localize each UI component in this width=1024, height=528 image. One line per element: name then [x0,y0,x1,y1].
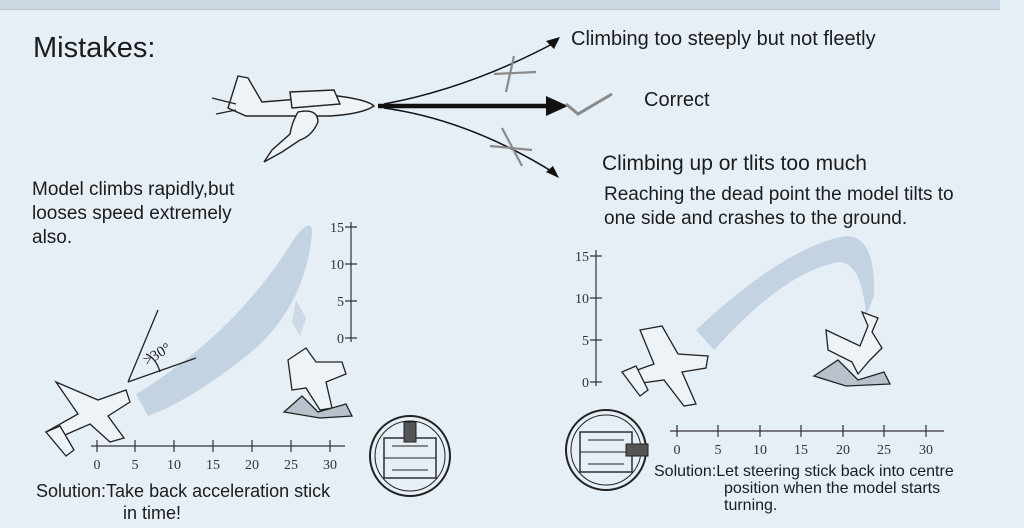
left-x-tick: 20 [245,458,259,473]
left-x-tick: 15 [206,458,220,473]
right-x-tick: 10 [753,443,767,458]
left-solution-line: in time! [123,503,182,523]
right-x-tick: 30 [919,443,933,458]
right-description: Reaching the dead point the model tilts … [604,183,954,231]
right-crashed-plane [812,310,892,387]
option-correct: Correct [644,89,710,111]
right-description-line: Reaching the dead point the model tilts … [604,184,954,205]
left-angle-marker [127,309,197,383]
left-stick-diagram [369,415,451,497]
left-x-tick: 10 [167,458,181,473]
check-mark [565,92,613,116]
page-title: Mistakes: [33,32,156,64]
left-x-tick: 30 [323,458,337,473]
left-climbing-plane [44,380,131,457]
right-stick-diagram [565,409,649,491]
right-x-tick: 15 [794,443,808,458]
left-y-tick: 0 [337,332,344,347]
left-description-line: Model climbs rapidly,but [32,179,235,200]
left-flight-path-band [136,225,312,416]
left-x-tick: 5 [132,458,139,473]
right-x-tick: 25 [877,443,891,458]
left-description: Model climbs rapidly,but looses speed ex… [32,178,234,250]
top-band [0,0,1000,10]
right-solution: Solution:Let steering stick back into ce… [654,463,954,514]
left-description-line: looses speed extremely [32,203,232,224]
left-x-axis [91,440,345,452]
right-climbing-plane [620,325,709,407]
left-x-tick: 25 [284,458,298,473]
trajectory-arrows [378,37,568,178]
right-x-tick: 5 [715,443,722,458]
right-x-tick: 20 [836,443,850,458]
right-x-axis [670,425,944,437]
left-y-axis [345,222,357,342]
right-y-axis [590,250,602,386]
right-solution-line: Solution:Let steering stick back into ce… [654,463,954,480]
left-falling-trail [292,300,306,336]
right-flight-path-band [696,236,875,350]
left-x-tick: 0 [94,458,101,473]
right-description-line: one side and crashes to the ground. [604,208,908,229]
left-y-tick: 15 [330,221,344,236]
left-y-tick: 10 [330,258,344,273]
option-too-steep: Climbing too steeply but not fleetly [571,28,876,50]
option-tilts-too-much: Climbing up or tlits too much [602,152,867,175]
right-y-tick: 0 [582,376,589,391]
right-y-tick: 10 [575,292,589,307]
right-solution-line: turning. [724,497,778,514]
left-crashed-plane [282,347,354,419]
left-description-line: also. [32,227,73,248]
right-y-tick: 15 [575,250,589,265]
right-x-tick: 0 [674,443,681,458]
left-solution-line: Solution:Take back acceleration stick [36,481,331,501]
left-y-tick: 5 [337,295,344,310]
left-solution: Solution:Take back acceleration stick in… [36,480,330,524]
right-y-tick: 5 [582,334,589,349]
right-solution-line: position when the model starts [724,480,941,497]
launch-plane-drawing [211,75,376,163]
wrong-mark-lower [489,127,533,167]
wrong-mark-upper [493,55,537,93]
